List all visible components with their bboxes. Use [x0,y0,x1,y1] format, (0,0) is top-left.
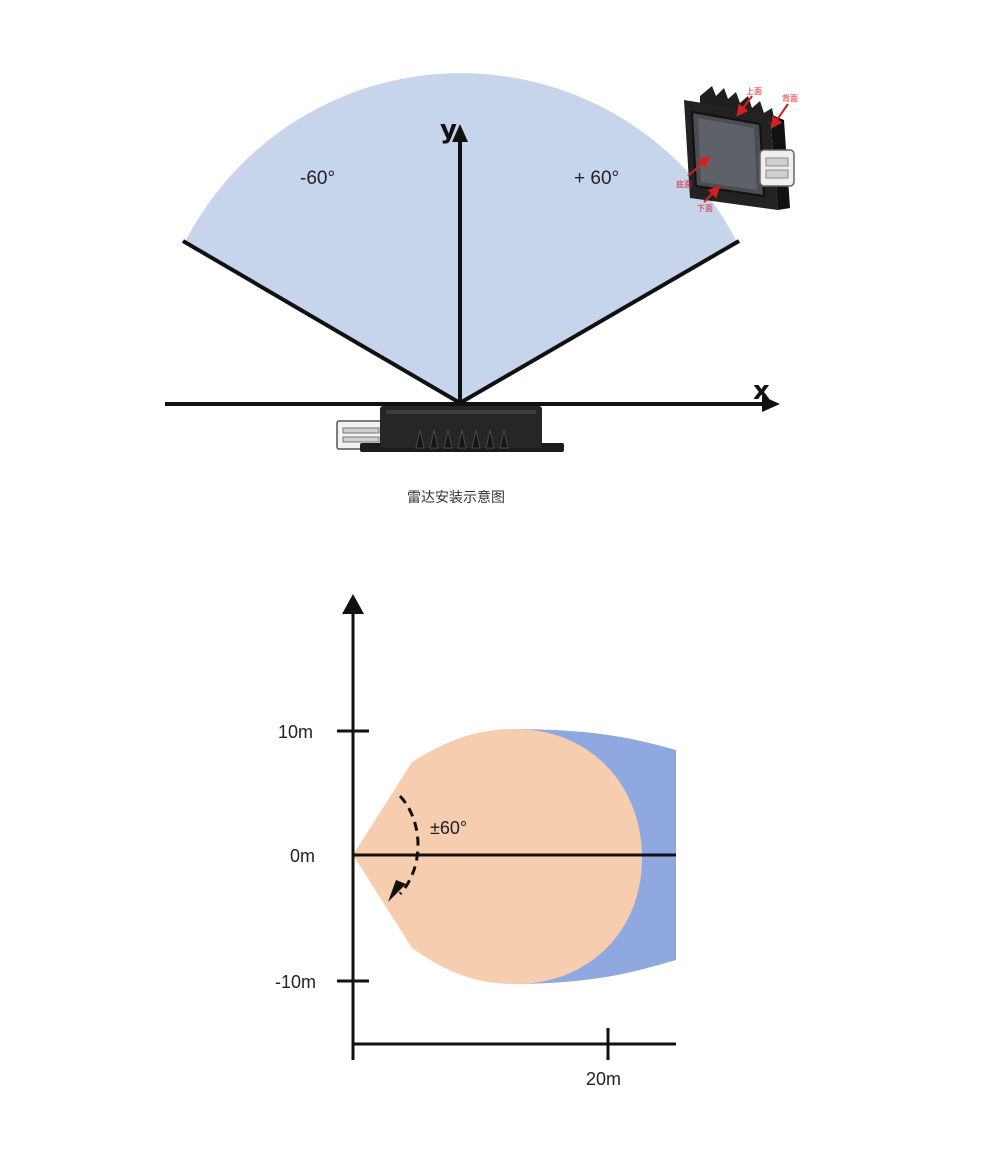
arrow-top-face [736,95,753,117]
y-tick-label-0m: 0m [290,846,315,866]
label-bottom-face: 底面 [676,179,692,189]
angle-left-label: -60° [300,168,335,189]
angle-arc-arrowhead [388,880,406,902]
x-axis-label: x [753,376,770,406]
y-tick-label-minus10m: -10m [275,972,316,992]
arrow-lower-face [703,185,721,203]
fov-boundary-left [181,239,462,405]
bottom-coverage-diagram: 10m 0m -10m 20m ±60° [275,594,676,1089]
arrow-bottom-face [687,156,711,177]
label-lower: 下面 [697,204,713,213]
fov-boundary-right [458,239,741,405]
y-axis-arrow [452,124,468,142]
radar-device-side-view [336,406,564,452]
x-axis-arrow [762,396,780,412]
angle-label: ±60° [430,818,467,838]
x-tick-label-20m: 20m [586,1069,621,1089]
radar-3d-image [684,86,795,210]
vertical-axis-arrow [342,594,364,614]
product-inset: 上面 背面 底面 下面 [676,86,798,213]
y-tick-label-10m: 10m [278,722,313,742]
y-axis-label: y [440,115,457,145]
arrow-back-face [770,103,789,129]
angle-arc [398,794,420,896]
label-back: 背面 [782,93,798,103]
top-installation-diagram: y x -60° + 60° 雷达安装示意图 [165,73,798,506]
angle-right-label: + 60° [574,168,619,189]
label-top: 上面 [746,87,762,96]
diagram-caption: 雷达安装示意图 [407,489,505,506]
